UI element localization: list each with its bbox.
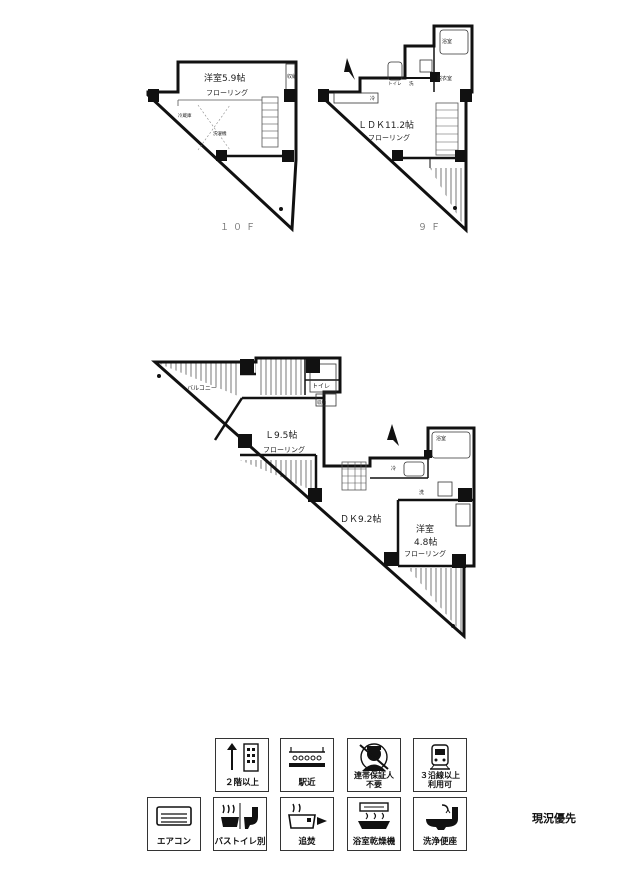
plan-9f: ＬＤＫ11.2帖 フローリング 浴室 トイレ 洗 脱衣室 冷 ９Ｆ xyxy=(318,24,474,234)
floor-material: フローリング xyxy=(404,549,446,558)
badge-label-2: 不要 xyxy=(366,780,382,789)
tag-label: 冷蔵庫 xyxy=(178,112,192,119)
tag-label: トイレ xyxy=(388,82,402,87)
badge-three-lines: ３沿線以上利用可 xyxy=(413,738,467,792)
washlet-icon xyxy=(426,804,458,830)
badge-label: 追焚 xyxy=(298,837,316,847)
badge-label: ３沿線以上 xyxy=(420,771,460,780)
tag-label: 浴室 xyxy=(436,435,446,442)
plan-8f: Ｌ9.5帖 フローリング ＤＫ9.2帖 洋室 4.8帖 フローリング バルコニー… xyxy=(151,356,476,640)
tag-label: 冷 xyxy=(370,95,375,102)
tag-label: バルコニー xyxy=(187,385,217,392)
badge-aircon: エアコン xyxy=(147,797,201,851)
badge-label: 駅近 xyxy=(298,778,316,788)
badge-label: 浴室乾燥機 xyxy=(352,837,396,847)
badge-no-guarantor: 連帯保証人不要 xyxy=(347,738,401,792)
floor-label-9f: ９Ｆ xyxy=(418,223,444,233)
building-icon xyxy=(227,743,259,772)
tag-label: 脱衣室 xyxy=(437,75,452,82)
badge-label: 連帯保証人 xyxy=(354,771,394,780)
room-name: 洋室 xyxy=(416,523,434,535)
floor-plan-drawing: 洋室5.9帖 フローリング 収納 冷蔵庫 洗濯機 １０Ｆ ＬＤＫ11.2帖 xyxy=(146,24,476,640)
room-name: ＬＤＫ11.2帖 xyxy=(358,119,414,131)
badge-near-station: 駅近 xyxy=(280,738,334,792)
plan-10f: 洋室5.9帖 フローリング 収納 冷蔵庫 洗濯機 １０Ｆ xyxy=(146,60,298,233)
station-icon xyxy=(289,747,325,767)
tag-label: 洗濯機 xyxy=(213,130,227,137)
badge-reheat: 追焚 xyxy=(280,797,334,851)
badge-label-2: 利用可 xyxy=(428,780,452,789)
room-name: 洋室5.9帖 xyxy=(204,72,245,84)
tag-label: 冷 xyxy=(391,465,396,472)
guarantor-icon xyxy=(359,743,389,771)
room-name: ＤＫ9.2帖 xyxy=(340,513,381,525)
tag-label: 浴室 xyxy=(442,38,452,45)
bath-dryer-icon xyxy=(358,802,390,829)
badge-label: エアコン xyxy=(156,837,191,847)
badge-label: バストイレ別 xyxy=(214,837,266,847)
badge-label: 洗浄便座 xyxy=(422,837,457,847)
floor-material: フローリング xyxy=(368,133,410,142)
aircon-icon xyxy=(156,806,192,826)
floor-material: フローリング xyxy=(206,88,248,97)
current-condition-note: 現況優先 xyxy=(532,812,576,825)
train-icon xyxy=(430,744,450,770)
tag-label: 洗 xyxy=(419,489,424,496)
tag-label: 収納 xyxy=(287,73,297,80)
badge-label: ２階以上 xyxy=(224,778,259,788)
room-name: Ｌ9.5帖 xyxy=(265,429,297,441)
bath-toilet-icon xyxy=(221,803,258,829)
badge-bath-dryer: 浴室乾燥機 xyxy=(347,797,401,851)
reheat-icon xyxy=(288,803,327,829)
room-size: 4.8帖 xyxy=(414,536,437,548)
floor-label-10f: １０Ｆ xyxy=(220,223,259,233)
tag-label: 洗 xyxy=(409,80,414,87)
floor-material: フローリング xyxy=(263,445,305,454)
tag-label: 収納 xyxy=(317,399,326,406)
badge-bath-toilet: バストイレ別 xyxy=(213,797,267,851)
badge-washlet: 洗浄便座 xyxy=(413,797,467,851)
tag-label: トイレ xyxy=(312,383,330,390)
badge-floor2plus: ２階以上 xyxy=(215,738,269,792)
